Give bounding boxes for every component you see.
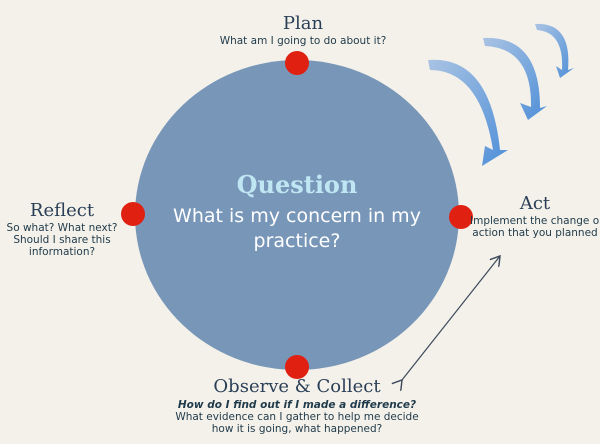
center-subtitle-1: What is my concern in my (173, 205, 421, 227)
center-subtitle-2: practice? (253, 230, 341, 252)
center-circle (135, 60, 459, 370)
reflect-dot (121, 202, 145, 226)
plan-dot (285, 51, 309, 75)
center-title: Question (236, 170, 358, 199)
curved-arrow-icon (428, 23, 574, 166)
act-desc-2: action that you planned (472, 227, 598, 239)
act-dot (449, 205, 473, 229)
double-arrow-icon (402, 256, 500, 380)
reflect-desc-1: So what? What next? (6, 222, 118, 234)
act-title: Act (519, 193, 551, 214)
reflect-desc-2: Should I share this (13, 234, 111, 246)
plan-title: Plan (282, 13, 324, 34)
observe-question: How do I find out if I made a difference… (177, 399, 417, 411)
act-desc-1: Implement the change or (470, 215, 600, 227)
reflect-desc-3: information? (28, 246, 96, 258)
observe-desc-1: What evidence can I gather to help me de… (175, 411, 419, 423)
plan-desc: What am I going to do about it? (219, 35, 387, 47)
observe-title: Observe & Collect (213, 376, 381, 397)
observe-dot (285, 355, 309, 379)
observe-desc-2: how it is going, what happened? (211, 423, 383, 435)
reflect-title: Reflect (29, 200, 95, 221)
